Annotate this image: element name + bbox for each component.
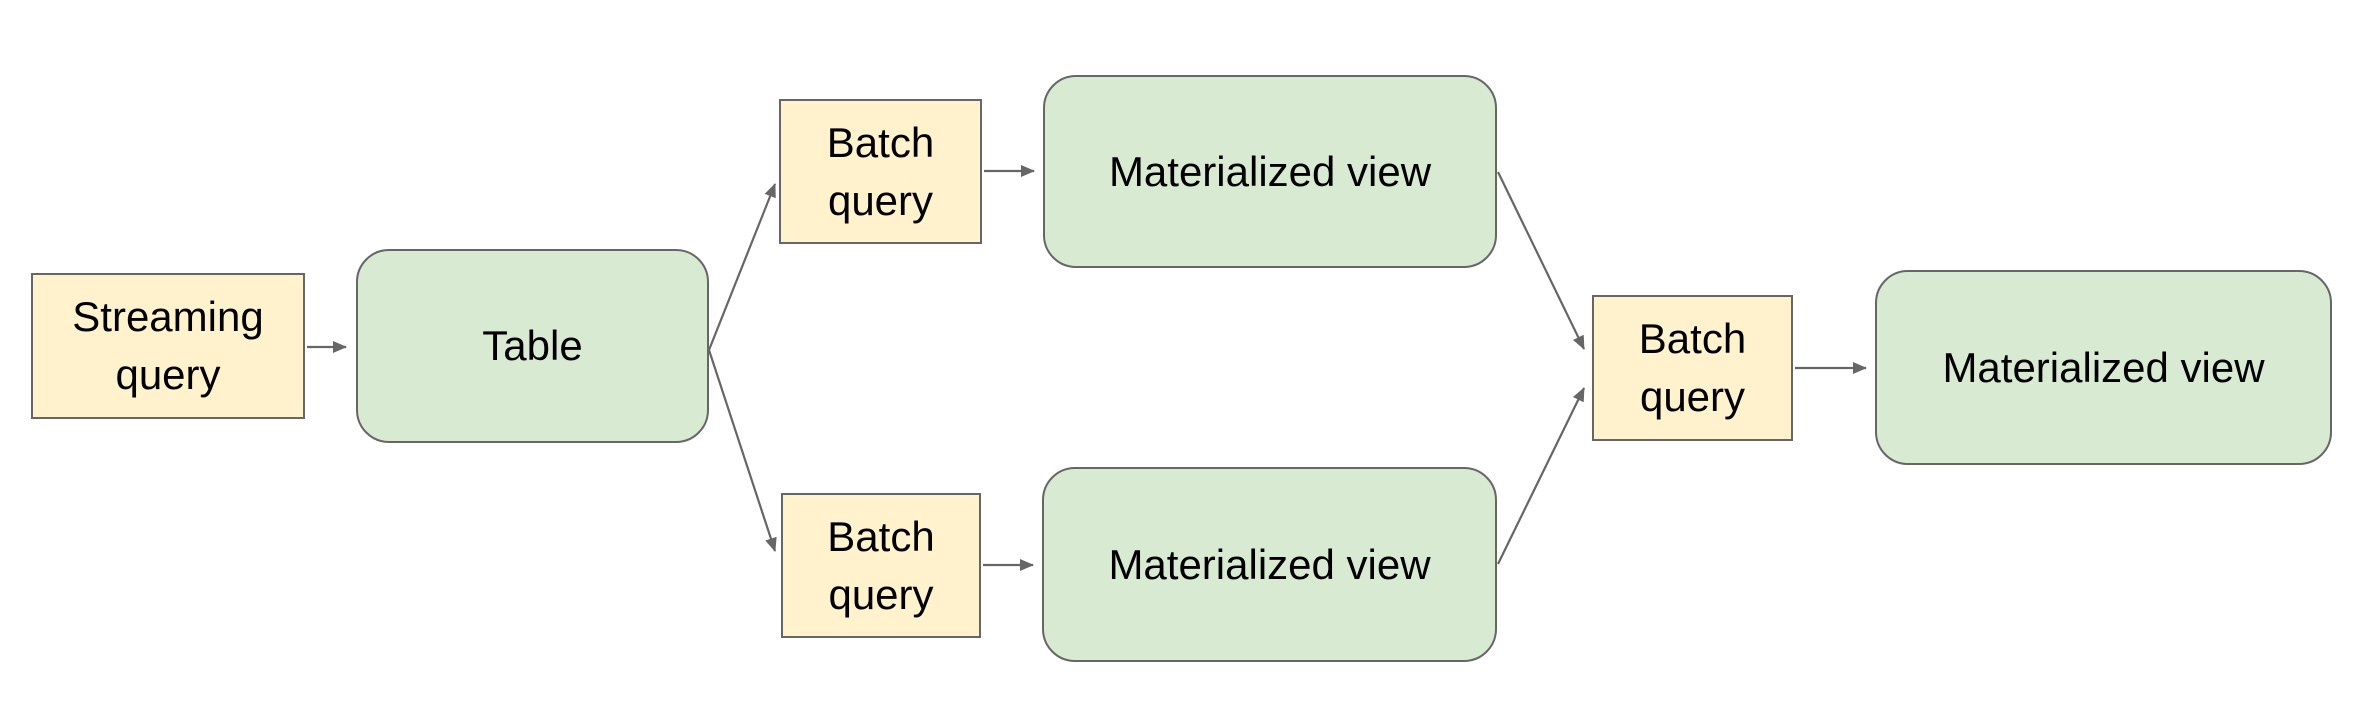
arrow-table-to-batch-bottom <box>707 349 777 552</box>
node-materialized-view-bottom-label: Materialized view <box>1108 540 1431 588</box>
node-batch-query-top: Batch query <box>779 99 982 244</box>
node-materialized-view-right: Materialized view <box>1875 270 2332 465</box>
node-batch-query-bottom: Batch query <box>781 493 981 638</box>
node-batch-query-bottom-label: Batch query <box>827 512 935 618</box>
node-batch-query-top-label: Batch query <box>826 118 935 224</box>
node-materialized-view-bottom: Materialized view <box>1042 467 1497 662</box>
node-batch-query-right: Batch query <box>1592 295 1793 441</box>
arrow-mv-top-to-batch-right <box>1497 171 1585 350</box>
node-streaming-query: Streaming query <box>31 273 305 419</box>
node-materialized-view-top-label: Materialized view <box>1108 147 1432 195</box>
node-streaming-query-label: Streaming query <box>72 293 264 398</box>
node-materialized-view-right-label: Materialized view <box>1942 343 2265 391</box>
node-materialized-view-top: Materialized view <box>1043 75 1497 268</box>
node-batch-query-right-label: Batch query <box>1638 315 1747 420</box>
arrow-mv-bottom-to-batch-right <box>1497 387 1585 565</box>
node-table: Table <box>356 249 709 443</box>
arrow-table-to-batch-top <box>707 183 777 351</box>
node-table-label: Table <box>482 322 583 370</box>
